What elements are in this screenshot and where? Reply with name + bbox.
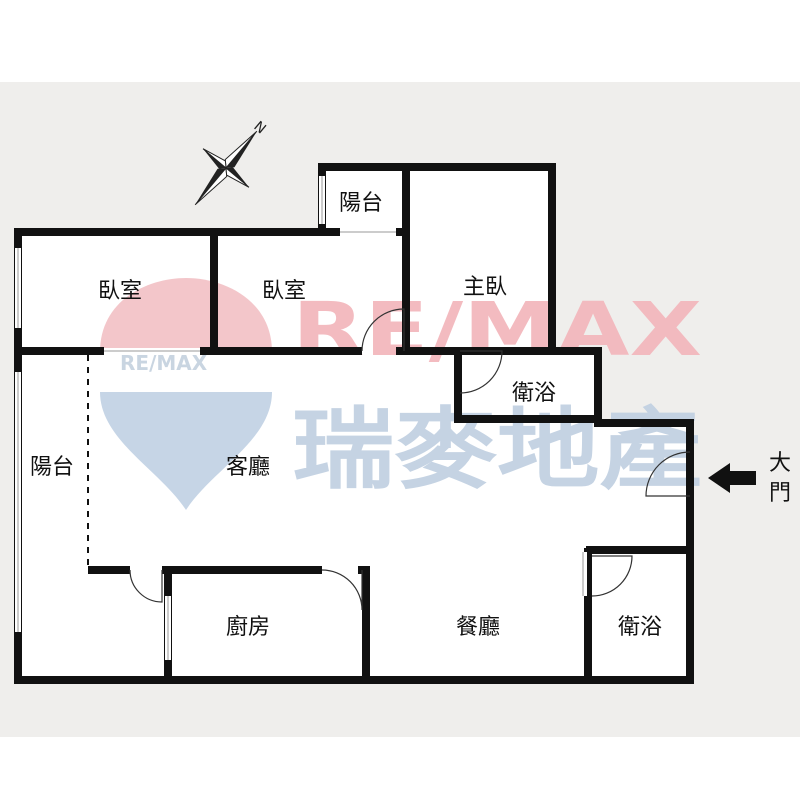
balloon-logo-bottom [100,392,272,510]
balloon-logo-top [100,278,272,352]
entrance-label-line2: 門 [769,481,791,506]
room-label-kitchen: 廚房 [226,615,270,640]
room-labels: 臥室 臥室 主臥 陽台 衛浴 陽台 客廳 廚房 餐廳 衛浴 [30,191,662,640]
windows [15,176,587,660]
watermark-brand: RE/MAX [292,287,702,373]
room-label-living-room: 客廳 [226,455,270,480]
doors [129,308,691,611]
room-label-dining-room: 餐廳 [456,615,500,640]
room-label-master-bedroom: 主臥 [463,275,507,300]
entrance-label-line1: 大 [769,451,791,476]
room-label-balcony-left: 陽台 [30,455,74,480]
room-label-bedroom-left: 臥室 [98,279,142,304]
room-label-bathroom-upper: 衛浴 [512,381,556,406]
compass-rose [194,130,258,206]
room-label-bathroom-lower: 衛浴 [618,615,662,640]
room-label-balcony-top: 陽台 [339,191,383,216]
watermark-brand-small: RE/MAX [120,351,208,375]
room-label-bedroom-middle: 臥室 [262,279,306,304]
watermark: RE/MAX RE/MAX 瑞麥地產 [100,278,702,510]
entrance-arrow-icon [708,463,756,493]
watermark-company: 瑞麥地產 [292,398,702,501]
